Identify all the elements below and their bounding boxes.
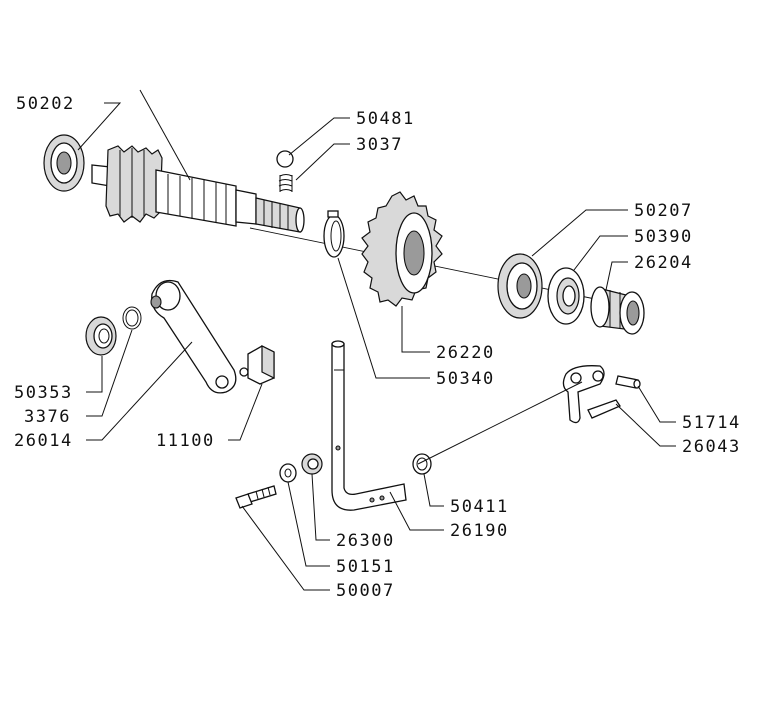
- pin-51714: [615, 375, 641, 389]
- washer-50411: [412, 453, 432, 475]
- label-26204: 26204: [634, 253, 693, 273]
- leader-51714: [637, 385, 676, 423]
- label-50207: 50207: [634, 201, 693, 221]
- label-26190: 26190: [450, 521, 509, 541]
- bushing-50390: [547, 267, 585, 325]
- leader-50007: [241, 505, 330, 591]
- label-50411: 50411: [450, 497, 509, 517]
- leader-50481: [288, 117, 350, 156]
- label-26220: 26220: [436, 343, 495, 363]
- leader-26043: [615, 403, 676, 447]
- leader-3037: [295, 143, 350, 181]
- bushing-26300: [301, 453, 323, 475]
- gear-26220: [361, 191, 443, 307]
- label-51714: 51714: [682, 413, 741, 433]
- label-26300: 26300: [336, 531, 395, 551]
- washer-50151: [279, 463, 297, 483]
- label-50151: 50151: [336, 557, 395, 577]
- shaft-26190: [331, 340, 407, 511]
- label-26043: 26043: [682, 437, 741, 457]
- label-50481: 50481: [356, 109, 415, 129]
- splined-hub-26204: [590, 286, 645, 335]
- leader-50202: [77, 102, 122, 151]
- leader-26014: [86, 341, 193, 441]
- leader-50340: [337, 257, 430, 379]
- label-3376: 3376: [24, 407, 71, 427]
- block-11100: [247, 345, 275, 385]
- arm-26043: [562, 365, 621, 424]
- label-26014: 26014: [14, 431, 73, 451]
- bearing-50207: [497, 253, 543, 319]
- circlip-50340: [323, 210, 345, 258]
- label-50202: 50202: [16, 94, 75, 114]
- label-3037: 3037: [356, 135, 403, 155]
- leader-50151: [287, 481, 330, 567]
- leader-26190: [389, 491, 444, 531]
- leader-50390: [573, 235, 628, 271]
- countershaft-assembly: [91, 145, 305, 233]
- label-50390: 50390: [634, 227, 693, 247]
- leader-shaft: [139, 89, 191, 181]
- leader-50411: [423, 473, 444, 507]
- leader-50207: [531, 209, 628, 257]
- label-50353: 50353: [14, 383, 73, 403]
- leader-26300: [311, 473, 330, 541]
- spring-3037: [278, 174, 293, 192]
- label-50340: 50340: [436, 369, 495, 389]
- leader-26204: [605, 261, 628, 291]
- seal-50353: [85, 316, 117, 356]
- lever-arm-26014: [150, 279, 249, 394]
- leader-26220: [401, 306, 430, 353]
- leader-3376: [86, 329, 133, 417]
- label-11100: 11100: [156, 431, 215, 451]
- label-50007: 50007: [336, 581, 395, 601]
- bolt-50007: [235, 485, 277, 509]
- leader-11100: [228, 383, 263, 441]
- leader-50353: [86, 356, 103, 393]
- leader-link-line: [417, 381, 583, 465]
- bearing-50202: [43, 134, 85, 192]
- oring-3376: [122, 306, 142, 330]
